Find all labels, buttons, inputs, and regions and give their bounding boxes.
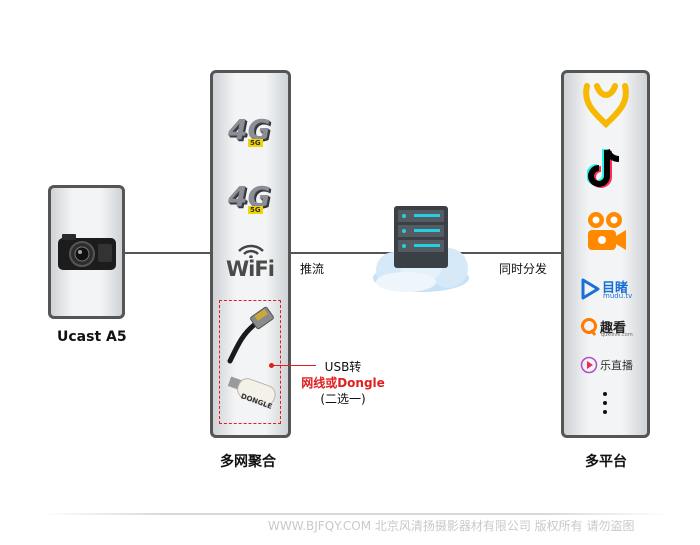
note-line3: (二选一) [320,392,366,406]
adapter-note: USB转 网线或Dongle (二选一) [298,359,388,407]
5g-badge: 5G [248,139,263,147]
platforms-card [561,70,650,438]
aggregation-label: 多网聚合 [220,454,276,470]
lezhibo-play-icon [580,356,598,374]
dongle-icon: DONGLE [227,376,276,411]
4g-icon: 4G 5G [228,180,271,214]
note-pointer-line [272,365,316,366]
lezhibo-logo: 乐直播 [580,354,640,376]
camera-icon [58,234,116,270]
wifi-icon: WiFi [224,242,278,288]
qukan-q-icon [581,318,597,336]
device-label: Ucast A5 [57,329,127,345]
kuaishou-logo-icon [588,212,626,250]
more-dots-icon [602,392,608,418]
device-card [48,185,125,319]
mudu-logo: 目睹 mudu.tv [580,276,640,302]
4g-icon: 4G 5G [228,113,271,147]
aggregation-card [210,70,291,438]
kuaishou-yellow-logo-icon [583,83,629,128]
cloud-server-icon [373,206,469,292]
platforms-label: 多平台 [585,454,627,470]
5g-badge: 5G [248,206,263,214]
note-pointer-dot [269,363,274,368]
footer-divider [40,513,670,515]
tiktok-logo-icon [587,148,620,188]
note-line2: 网线或Dongle [301,376,385,390]
play-icon [581,278,600,300]
link-device-to-aggregation [124,252,212,254]
watermark-text: WWW.BJFQY.COM 北京风清扬摄影器材有限公司 版权所有 请勿盗图 [268,519,635,533]
note-line1: USB转 [324,360,362,374]
link-server-to-platforms [450,252,562,254]
link-aggregation-to-server [288,252,398,254]
qukan-logo: 趣看 qukilive.com [580,316,640,340]
usb-adapter-box [219,300,281,424]
push-stream-label: 推流 [300,262,325,276]
distribute-label: 同时分发 [499,262,548,276]
ethernet-cable-icon [227,306,274,364]
